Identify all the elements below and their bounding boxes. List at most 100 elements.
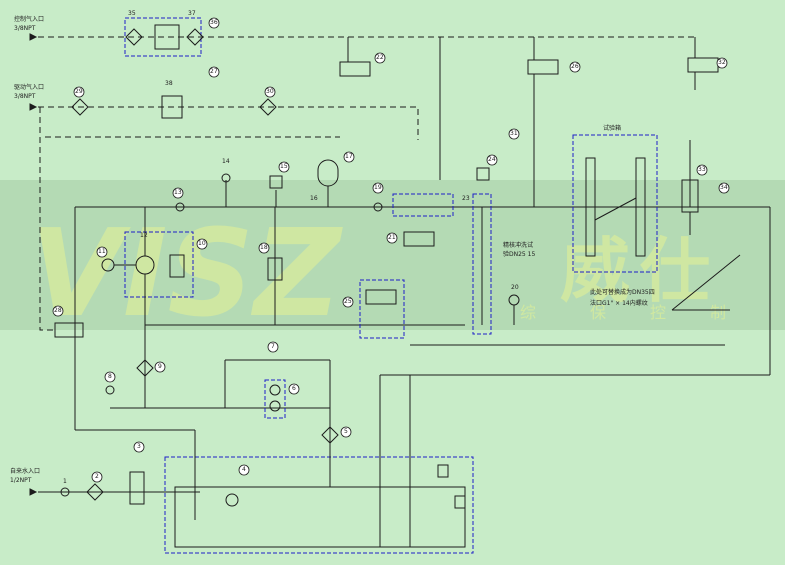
tag-31: 31: [510, 130, 518, 137]
regulator-box: [124, 17, 202, 57]
test-vessel-left: [585, 157, 596, 257]
flowmeter-6: [269, 384, 281, 396]
tag-15: 15: [280, 163, 288, 170]
drive-air-size: 3/8NPT: [14, 93, 36, 100]
flush-note-line-1: 精核冲洗试: [503, 242, 534, 249]
drive-air-arrow: [29, 103, 38, 111]
gauge-14: [221, 173, 231, 183]
water-inlet-size: 1/2NPT: [10, 477, 32, 484]
control-air-label: 控制气入口: [14, 16, 45, 23]
filter-30: [259, 98, 277, 116]
tag-25: 25: [344, 298, 352, 305]
pump-unit-box: [124, 231, 194, 298]
water-tank-box: [164, 456, 474, 554]
tag-29: 29: [75, 88, 83, 95]
relief-valve-box: [169, 254, 185, 278]
control-air-arrow: [29, 33, 38, 41]
tag-3: 3: [137, 443, 141, 450]
tag-10: 10: [198, 240, 206, 247]
pilot-line-left: [39, 107, 55, 331]
filter-29: [71, 98, 89, 116]
regulator-38: [161, 95, 183, 119]
tag-12: 12: [140, 232, 148, 239]
tag-28: 28: [54, 307, 62, 314]
tag-6: 6: [292, 385, 296, 392]
tag-38: 38: [165, 80, 173, 87]
flush-note-line-2: 验DN25 15: [503, 251, 536, 258]
cylinder-box: [359, 279, 405, 339]
tag-27: 27: [210, 68, 218, 75]
flowmeter-box: [264, 379, 286, 419]
filter-2: [86, 483, 104, 501]
tag-34: 34: [720, 184, 728, 191]
tag-26: 26: [571, 63, 579, 70]
tag-circles: [52, 17, 730, 483]
level-transmitter-2: [454, 495, 466, 509]
filter-8: [321, 426, 339, 444]
ball-valve-1: [60, 487, 70, 497]
tag-20: 20: [511, 284, 519, 291]
tag-24: 24: [488, 156, 496, 163]
flowmeter-6b: [269, 400, 281, 412]
solenoid-valve-22: [339, 61, 371, 77]
water-tank: [174, 486, 466, 548]
water-inlet-arrow: [29, 488, 38, 496]
tag-21: 21: [388, 234, 396, 241]
tag-37: 37: [188, 10, 196, 17]
solenoid-36: [154, 24, 180, 50]
tag-4: 4: [242, 466, 246, 473]
tag-14: 14: [222, 158, 230, 165]
tag-8: 8: [108, 373, 112, 380]
tag-11: 11: [98, 248, 106, 255]
test-vessel-right: [635, 157, 646, 257]
tag-22: 22: [376, 54, 384, 61]
tag-30: 30: [266, 88, 274, 95]
watermark-sub-1: 综: [520, 303, 536, 322]
tag-13: 13: [174, 189, 182, 196]
tag-23: 23: [462, 195, 470, 202]
control-air-size: 3/8NPT: [14, 25, 36, 32]
tag-2: 2: [95, 473, 99, 480]
level-transmitter: [437, 464, 449, 478]
watermark-logo: VISZ: [30, 205, 343, 344]
tag-19: 19: [374, 184, 382, 191]
tag-33: 33: [698, 166, 706, 173]
tag-17: 17: [345, 153, 353, 160]
pressure-regulator-3: [129, 471, 145, 505]
tank-level-indicator: [225, 493, 239, 507]
test-vessel-label: 试验箱: [603, 125, 622, 132]
tag-9: 9: [158, 363, 162, 370]
tag-36: 36: [210, 19, 218, 26]
tag-18: 18: [260, 244, 268, 251]
tag-7: 7: [271, 343, 275, 350]
pneumatic-valve-28: [54, 322, 84, 338]
check-valve-13: [175, 202, 185, 212]
watermark-cn-2: 仕: [640, 230, 710, 312]
tag-35: 35: [128, 10, 136, 17]
watermark-sub-4: 制: [710, 303, 726, 322]
flush-column-box: [472, 193, 492, 335]
drive-air-label: 驱动气入口: [14, 84, 45, 91]
tag-5: 5: [344, 428, 348, 435]
transmitter-15: [269, 175, 283, 189]
check-valve-19: [373, 202, 383, 212]
filter-35: [125, 28, 143, 46]
test-vessel-box: [572, 134, 658, 273]
right-diagonal: [671, 254, 741, 311]
relief-valve-18: [267, 257, 283, 281]
gauge-8: [105, 385, 115, 395]
flush-module-box: [392, 193, 454, 217]
outlet-note-line-2: 法口G1" × 14内螺纹: [590, 300, 648, 307]
tag-16: 16: [310, 195, 318, 202]
tag-32: 32: [718, 59, 726, 66]
transmitter-24: [476, 167, 490, 181]
filter-37: [186, 28, 204, 46]
solenoid-valve-21: [403, 231, 435, 247]
watermark-sub-2: 保: [590, 303, 606, 322]
drive-air-branch-right: [350, 106, 419, 140]
tag-1: 1: [63, 478, 67, 485]
vessel-link: [594, 197, 637, 221]
cylinder-25: [365, 289, 397, 305]
